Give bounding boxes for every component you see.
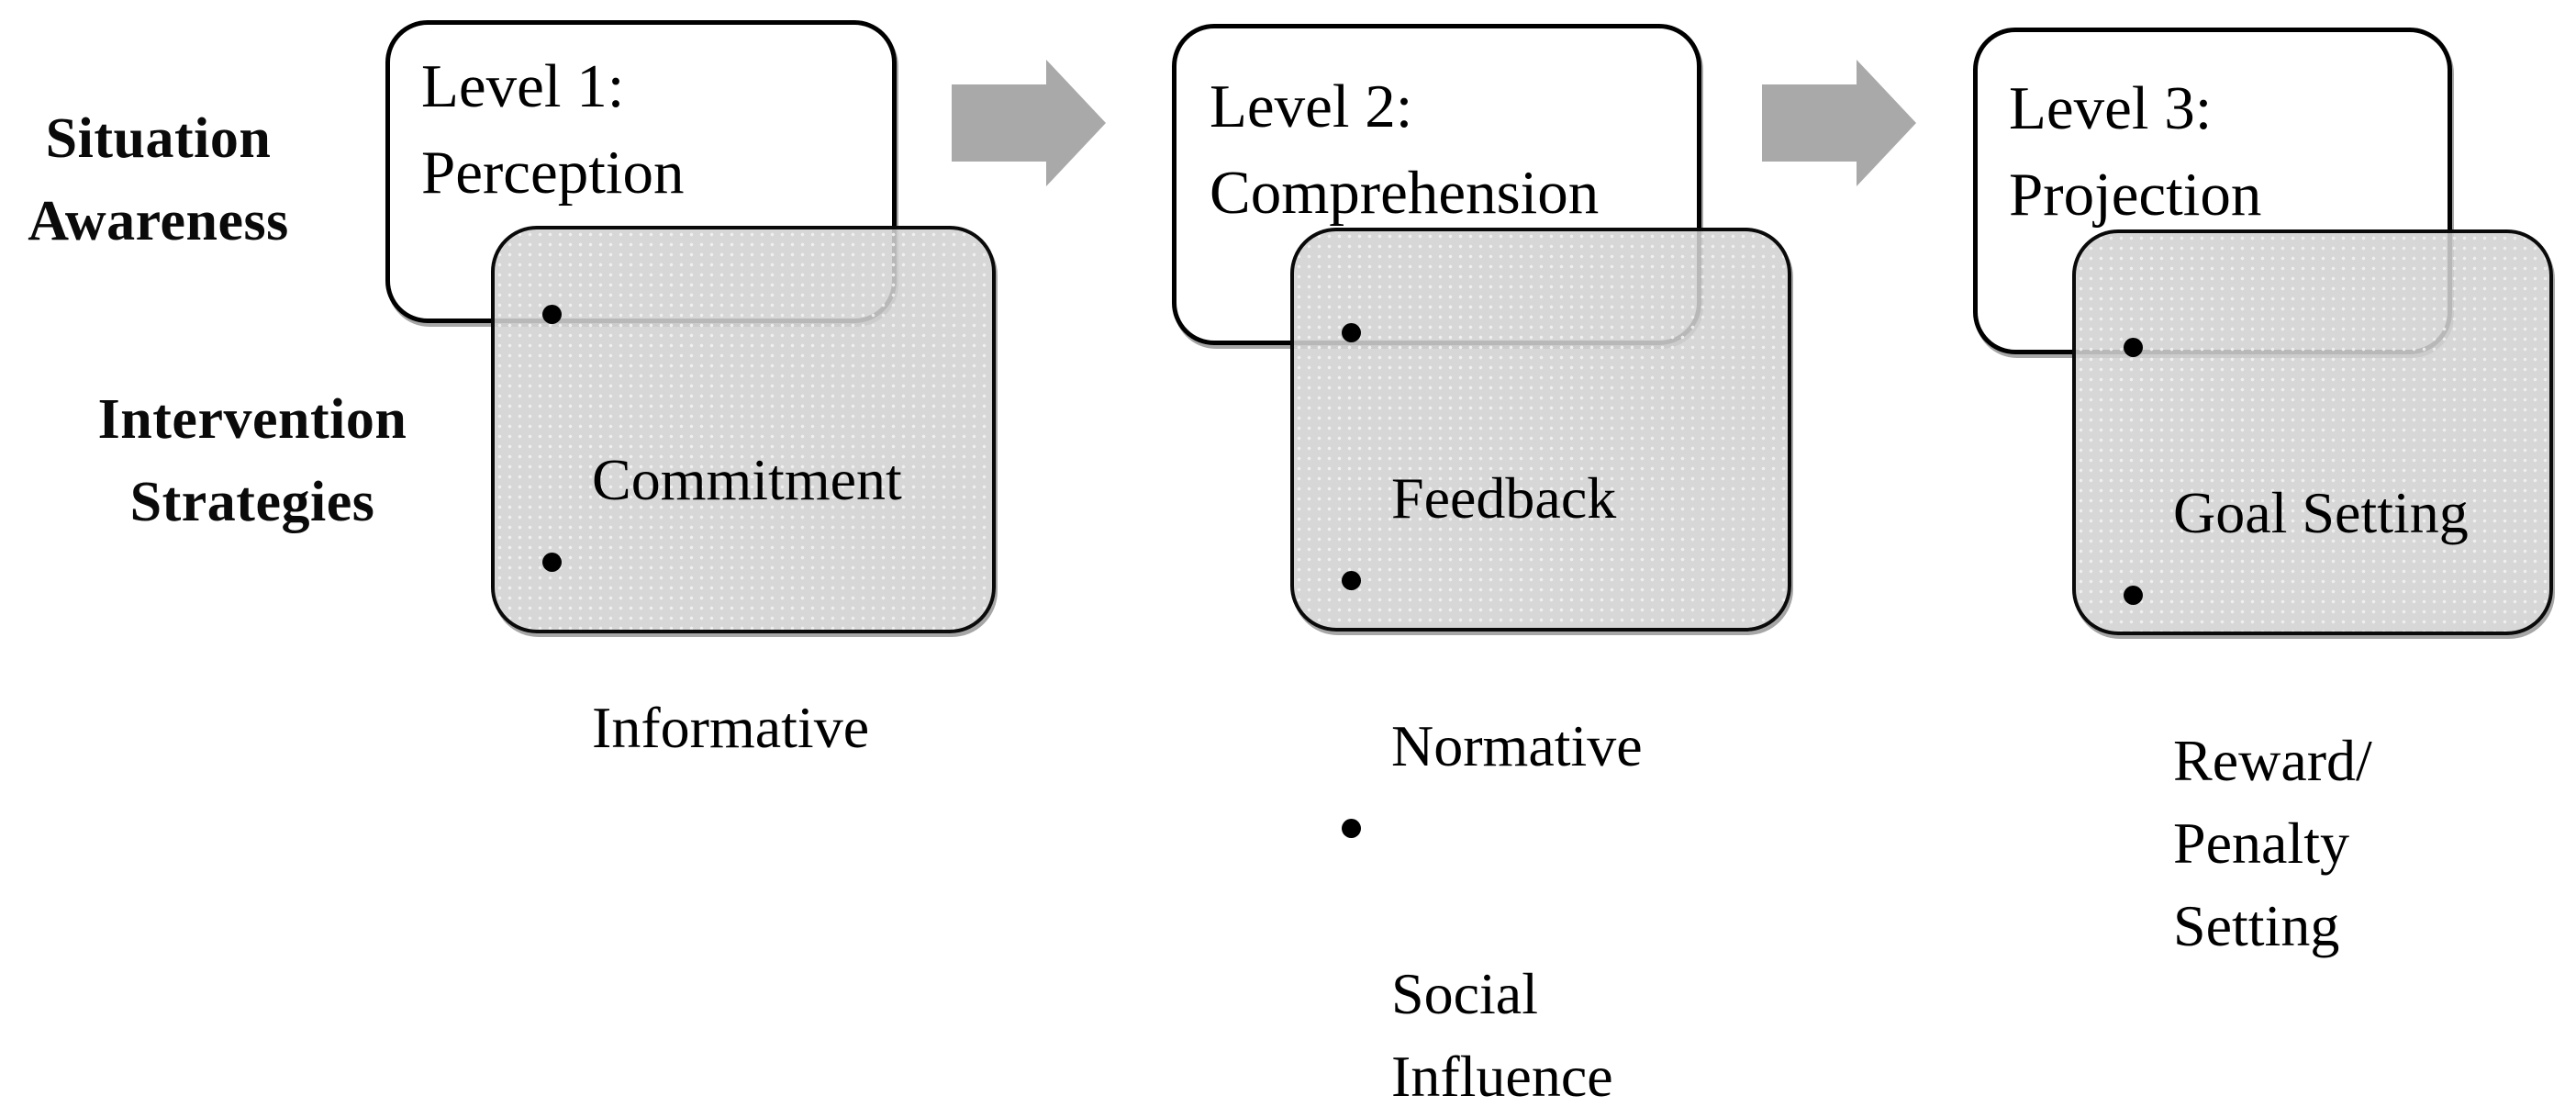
bullet-icon [2124, 586, 2143, 605]
level-2-strategies-box: Feedback Normative Social Influence [1290, 228, 1791, 1109]
level-2-heading: Level 2: Comprehension [1210, 73, 1600, 227]
arrow-right-icon [952, 60, 1106, 186]
row-label-situation-awareness: Situation Awareness [28, 107, 289, 252]
level-3-strategies-box: Goal Setting Reward/ Penalty Setting [2072, 229, 2553, 958]
arrow-right-icon [1762, 60, 1916, 186]
level-1-heading: Level 1: Perception [421, 52, 685, 207]
strategy-item: Normative [1294, 540, 1788, 788]
strategy-item: Feedback [1294, 292, 1788, 540]
level-1-strategy-list: Commitment Informative [495, 229, 992, 769]
strategy-label: Reward/ Penalty Setting [2173, 728, 2372, 958]
strategy-item: Social Influence [1294, 788, 1788, 1118]
bullet-icon [1342, 323, 1361, 342]
level-1-strategies-box: Commitment Informative [491, 226, 996, 760]
bullet-icon [542, 305, 562, 324]
bullet-icon [542, 553, 562, 572]
strategy-item: Reward/ Penalty Setting [2076, 554, 2549, 967]
strategy-label: Normative [1391, 713, 1643, 778]
strategy-item: Commitment [495, 274, 992, 521]
bullet-icon [1342, 571, 1361, 590]
situation-awareness-diagram: Situation Awareness Intervention Strateg… [28, 20, 2553, 1109]
strategy-label: Feedback [1391, 465, 1617, 531]
level-3-heading: Level 3: Projection [2009, 74, 2262, 229]
bullet-icon [1342, 819, 1361, 838]
strategy-label: Commitment [592, 447, 902, 512]
level-3-strategy-list: Goal Setting Reward/ Penalty Setting [2076, 233, 2549, 967]
strategy-item: Goal Setting [2076, 307, 2549, 554]
strategy-item: Informative [495, 521, 992, 769]
strategy-label: Goal Setting [2173, 480, 2469, 545]
strategy-label: Social Influence [1391, 961, 1613, 1109]
level-2-strategy-list: Feedback Normative Social Influence [1294, 231, 1788, 1118]
strategy-label: Informative [592, 695, 870, 760]
row-label-intervention-strategies: Intervention Strategies [97, 388, 407, 533]
bullet-icon [2124, 338, 2143, 357]
